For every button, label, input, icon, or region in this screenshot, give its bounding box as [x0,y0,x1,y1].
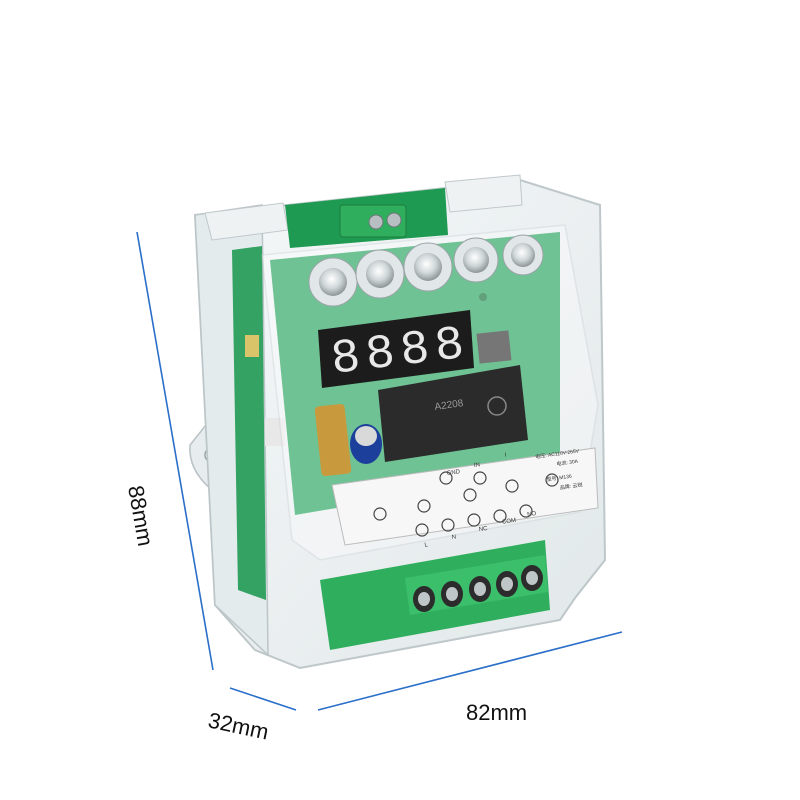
bottom-terminal-block [320,540,550,650]
height-label: 88mm [123,484,158,549]
depth-dimension-line [229,687,297,711]
width-dimension-line [317,631,623,711]
spec-line-2: 电流: 30A [556,458,579,468]
push-buttons [308,234,544,307]
terminal-symbols [373,471,559,537]
button-3[interactable] [403,242,453,292]
inductor [314,404,352,476]
label-sticker: GND IN I L N NC COM NO 电压: AC110V-265V 电… [331,447,599,549]
button-1[interactable] [308,257,358,307]
terminal-label-nc: NC [479,526,489,533]
dimension-lines [136,231,623,711]
button-2[interactable] [355,249,405,299]
led-indicator [502,234,544,276]
terminal-label-in: IN [474,462,481,469]
top-terminal-block [339,204,407,238]
spec-line-3: 型号: M136 [546,473,572,483]
terminal-label-n: N [451,534,456,541]
terminal-label-gnd: GND [446,469,461,477]
width-label: 82mm [466,700,527,725]
button-4[interactable] [453,237,499,283]
svg-text:A2208: A2208 [434,398,465,413]
terminal-label-com: COM [502,518,517,526]
seven-segment-display: 8888 [318,310,474,388]
terminal-label-no: NO [527,511,537,518]
spec-line-4: 品牌: 云锐 [559,481,583,491]
relay: A2208 [378,365,528,462]
capacitor [350,424,382,464]
height-dimension-line [136,231,214,671]
terminal-label-l: L [424,542,429,548]
terminal-label-i: I [504,453,507,459]
depth-label: 32mm [206,707,271,744]
